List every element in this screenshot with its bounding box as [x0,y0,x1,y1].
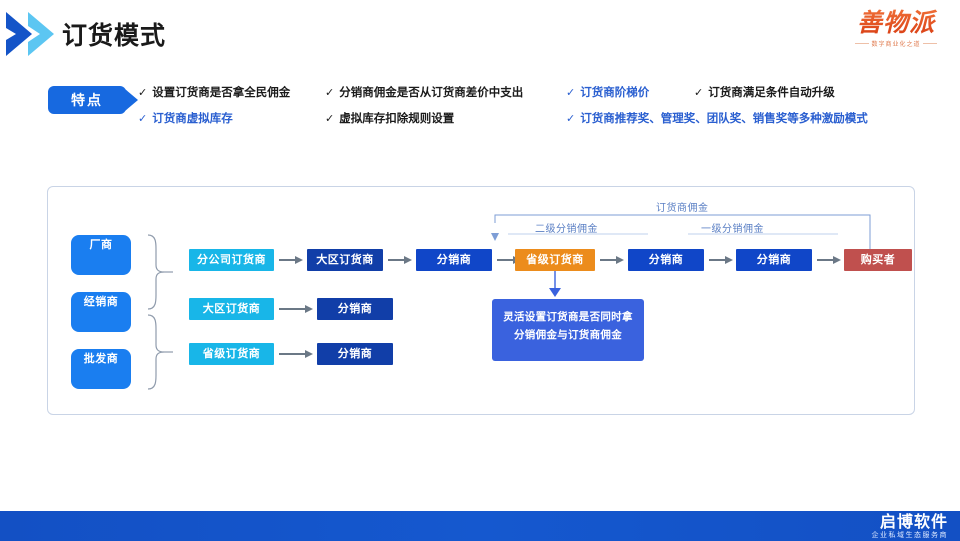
flow-node-distributor-row3[interactable]: 分销商 [317,343,393,365]
features-badge: 特点 [48,86,138,114]
check-icon: ✓ [325,87,335,99]
feature-item-label: 订货商虚拟库存 [152,113,233,125]
node-label: 购买者 [860,254,896,266]
footer-bar: 启博软件 企业私域生态服务商 [0,511,960,541]
brand-logo-sub: 数字商业化之道 [844,39,948,48]
flow-diagram-panel: 厂商 经销商 批发商 订货商佣金 二级分销佣金 一级分销佣金 分公司订货商 大区… [47,186,915,415]
feature-item-label: 分销商佣金是否从订货商差价中支出 [339,87,524,99]
feature-item-label: 设置订货商是否拿全民佣金 [152,87,291,99]
check-icon: ✓ [138,113,148,125]
feature-item-label: 订货商满足条件自动升级 [708,87,835,99]
node-label: 分销商 [337,303,373,315]
feature-item: ✓ 分销商佣金是否从订货商差价中支出 [325,80,523,106]
check-icon: ✓ [138,87,148,99]
brand-logo-main: 善物派 [844,8,948,38]
arrow-right-icon [709,255,733,265]
note-line-1: 灵活设置订货商是否同时拿 [503,311,633,323]
feature-item: ✓ 设置订货商是否拿全民佣金 [138,80,290,106]
arrow-right-icon [388,255,412,265]
node-label: 省级订货商 [202,348,261,360]
node-label: 经销商 [83,296,119,308]
annotation-level2-commission: 二级分销佣金 [535,224,598,235]
node-label: 分销商 [756,254,792,266]
note-line-2: 分销佣金与订货商佣金 [514,329,622,341]
node-label: 分销商 [337,348,373,360]
page-header: 订货模式 善物派 数字商业化之道 [0,0,960,66]
node-label: 批发商 [83,353,119,365]
flow-node-distributor-2[interactable]: 分销商 [628,249,704,271]
page-title: 订货模式 [62,22,167,50]
brand-rule-left [855,43,870,44]
node-label: 分销商 [648,254,684,266]
footer-logo-main: 启博软件 [879,514,948,531]
note-box-flexible-commission: 灵活设置订货商是否同时拿 分销佣金与订货商佣金 [492,299,644,361]
arrow-right-icon [279,349,313,359]
feature-item: ✓ 虚拟库存扣除规则设置 [325,106,523,132]
node-label: 厂商 [89,239,113,251]
features-strip: 特点 ✓ 设置订货商是否拿全民佣金 ✓ 订货商虚拟库存 ✓ 分销商佣金是否从订货商差价… [0,80,960,140]
flow-node-province-orderer-row3[interactable]: 省级订货商 [189,343,274,365]
feature-item: ✓ 订货商推荐奖、管理奖、团队奖、销售奖等多种激励模式 [566,106,868,132]
node-label: 分公司订货商 [197,254,266,266]
flow-node-region-orderer-row2[interactable]: 大区订货商 [189,298,274,320]
check-icon: ✓ [566,87,576,99]
feature-item: ✓ 订货商满足条件自动升级 [694,80,835,106]
arrow-right-icon [817,255,841,265]
diagram-connectors [147,214,871,390]
source-node-manufacturer[interactable]: 厂商 [71,235,131,275]
flow-node-province-orderer[interactable]: 省级订货商 [515,249,595,271]
feature-column-4: ✓ 订货商满足条件自动升级 [694,80,835,106]
node-label: 省级订货商 [526,254,584,266]
brand-rule-right [922,43,937,44]
flow-node-distributor-3[interactable]: 分销商 [736,249,812,271]
brand-logo: 善物派 数字商业化之道 [844,8,948,60]
node-label: 分销商 [436,254,472,266]
source-node-wholesaler[interactable]: 批发商 [71,349,131,389]
flow-node-distributor-1[interactable]: 分销商 [416,249,492,271]
flow-node-region-orderer[interactable]: 大区订货商 [307,249,383,271]
feature-item-label: 虚拟库存扣除规则设置 [339,113,455,125]
source-node-dealer[interactable]: 经销商 [71,292,131,332]
node-label: 大区订货商 [202,303,261,315]
check-icon: ✓ [694,87,704,99]
annotation-order-commission: 订货商佣金 [656,203,709,214]
feature-item: ✓ 订货商阶梯价 [566,80,868,106]
footer-logo-sub: 企业私域生态服务商 [871,532,948,539]
flow-node-distributor-row2[interactable]: 分销商 [317,298,393,320]
annotation-level1-commission: 一级分销佣金 [701,224,764,235]
feature-item-label: 订货商推荐奖、管理奖、团队奖、销售奖等多种激励模式 [580,113,868,125]
arrow-right-icon [600,255,624,265]
arrow-right-icon [279,255,303,265]
feature-item-label: 订货商阶梯价 [580,87,650,99]
feature-column-1: ✓ 设置订货商是否拿全民佣金 ✓ 订货商虚拟库存 [138,80,290,132]
flow-node-buyer[interactable]: 购买者 [844,249,912,271]
feature-column-2: ✓ 分销商佣金是否从订货商差价中支出 ✓ 虚拟库存扣除规则设置 [325,80,523,132]
node-label: 大区订货商 [316,254,374,266]
flow-node-branch-orderer[interactable]: 分公司订货商 [189,249,274,271]
check-icon: ✓ [325,113,335,125]
double-chevron-right-icon [2,6,58,62]
arrow-right-icon [279,304,313,314]
feature-column-3: ✓ 订货商阶梯价 ✓ 订货商推荐奖、管理奖、团队奖、销售奖等多种激励模式 [566,80,868,132]
footer-logo: 启博软件 企业私域生态服务商 [872,514,949,540]
feature-item: ✓ 订货商虚拟库存 [138,106,290,132]
brand-logo-sub-text: 数字商业化之道 [871,42,921,48]
check-icon: ✓ [566,113,576,125]
